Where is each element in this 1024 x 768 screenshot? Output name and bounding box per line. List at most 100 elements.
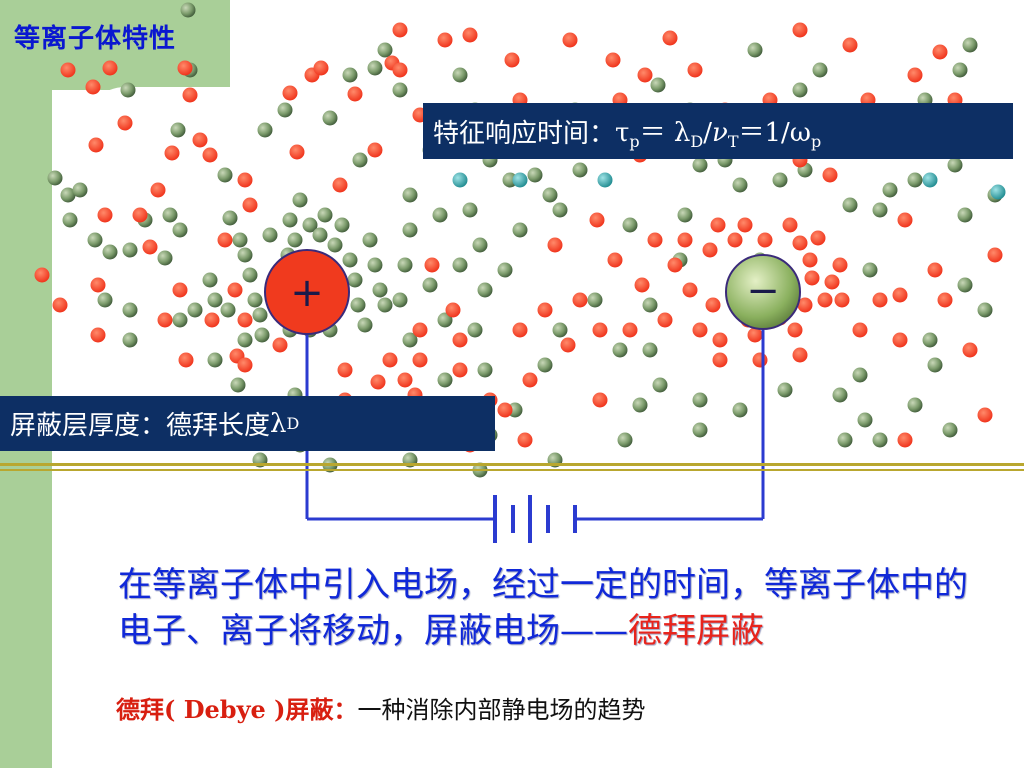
ion-particle <box>202 272 218 288</box>
electron-particle <box>897 432 913 448</box>
electron-particle <box>412 352 428 368</box>
ion-particle <box>612 342 628 358</box>
ion-particle <box>572 162 588 178</box>
ion-particle <box>72 182 88 198</box>
ion-particle <box>102 244 118 260</box>
ion-particle <box>437 372 453 388</box>
debye-definition-line: 德拜( Debye )屏蔽：一种消除内部静电场的趋势 <box>116 690 646 725</box>
ion-particle <box>942 422 958 438</box>
ion-particle <box>372 282 388 298</box>
electron-particle <box>452 362 468 378</box>
ion-particle <box>217 167 233 183</box>
ion-particle <box>207 352 223 368</box>
electron-particle <box>172 282 188 298</box>
electron-particle <box>150 182 166 198</box>
electron-particle <box>892 287 908 303</box>
plus-symbol: + <box>290 270 324 316</box>
electron-particle <box>537 302 553 318</box>
ion-particle <box>542 187 558 203</box>
ion-particle <box>837 432 853 448</box>
electron-particle <box>842 37 858 53</box>
ion-particle <box>317 207 333 223</box>
slide-title: 等离子体特性 <box>14 24 177 54</box>
electron-particle <box>727 232 743 248</box>
corner-green-block <box>52 0 230 90</box>
electron-particle <box>85 79 101 95</box>
ion-particle <box>692 422 708 438</box>
electron-particle <box>705 297 721 313</box>
ion-particle <box>97 292 113 308</box>
electron-particle <box>592 392 608 408</box>
electron-particle <box>142 239 158 255</box>
ion-particle <box>237 332 253 348</box>
electron-particle <box>712 352 728 368</box>
ion-particle <box>367 257 383 273</box>
ion-particle <box>952 62 968 78</box>
ion-particle <box>222 210 238 226</box>
ion-particle <box>254 327 270 343</box>
ion-particle <box>907 397 923 413</box>
ion-particle <box>262 227 278 243</box>
ion-particle <box>882 182 898 198</box>
ion-particle <box>402 222 418 238</box>
electron-particle <box>192 132 208 148</box>
response-time-label: 特征响应时间： <box>433 118 616 149</box>
ion-particle <box>257 122 273 138</box>
ion-particle <box>462 202 478 218</box>
electron-particle <box>227 282 243 298</box>
electron-particle <box>313 60 329 76</box>
electron-particle <box>445 302 461 318</box>
electron-particle <box>522 372 538 388</box>
electron-particle <box>217 232 233 248</box>
electron-particle <box>962 342 978 358</box>
ion-particle <box>357 317 373 333</box>
electron-particle <box>657 312 673 328</box>
electron-particle <box>397 372 413 388</box>
ion-particle <box>452 67 468 83</box>
electron-particle <box>512 322 528 338</box>
ion-particle <box>327 237 343 253</box>
electron-particle <box>977 407 993 423</box>
electron-particle <box>547 237 563 253</box>
electron-particle <box>897 212 913 228</box>
ion-particle <box>552 202 568 218</box>
ion-particle <box>352 152 368 168</box>
ion-particle <box>322 110 338 126</box>
ion-particle <box>832 387 848 403</box>
electron-particle <box>907 67 923 83</box>
electron-particle <box>34 267 50 283</box>
battery-icon <box>493 495 577 543</box>
ion-particle <box>872 432 888 448</box>
ion-particle <box>397 257 413 273</box>
electron-particle <box>424 257 440 273</box>
ion-particle <box>392 292 408 308</box>
electron-particle <box>592 322 608 338</box>
electron-particle <box>202 147 218 163</box>
negative-electrode <box>725 254 801 330</box>
ion-particle <box>872 202 888 218</box>
electron-particle <box>824 274 840 290</box>
ion-particle <box>122 242 138 258</box>
electron-particle <box>832 257 848 273</box>
ion-particle <box>497 262 513 278</box>
ion-particle <box>282 212 298 228</box>
electron-particle <box>702 242 718 258</box>
electron-particle <box>682 282 698 298</box>
ion-particle <box>677 207 693 223</box>
ion-particle <box>392 82 408 98</box>
electron-particle <box>237 357 253 373</box>
ion-particle <box>334 217 350 233</box>
ion-particle <box>642 297 658 313</box>
ion-particle <box>467 322 483 338</box>
ion-particle <box>232 232 248 248</box>
ion-particle <box>852 367 868 383</box>
electron-particle <box>462 27 478 43</box>
electron-particle <box>667 257 683 273</box>
electron-particle <box>370 374 386 390</box>
electron-particle <box>332 177 348 193</box>
ion-particle <box>367 60 383 76</box>
ion-particle <box>527 167 543 183</box>
divider-line-bottom <box>0 469 1024 471</box>
ion-particle <box>512 222 528 238</box>
